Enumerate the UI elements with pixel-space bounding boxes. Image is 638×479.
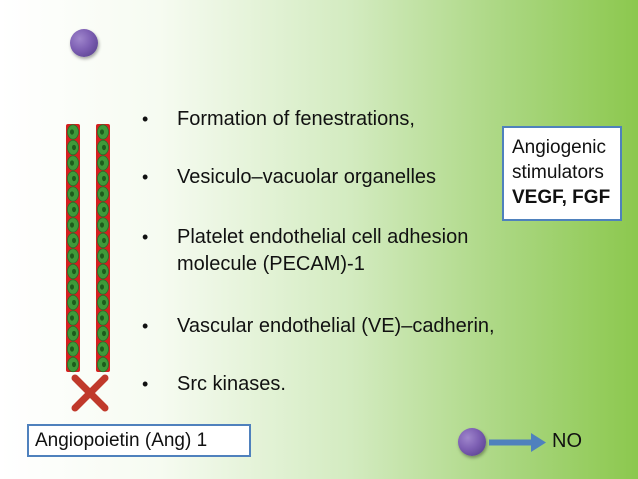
- no-label: NO: [552, 430, 582, 452]
- cell-nucleus: [100, 191, 104, 197]
- bullet-text: Vascular endothelial (VE)–cadherin,: [177, 315, 495, 337]
- bullet-dot: •: [142, 109, 149, 129]
- cell-nucleus: [70, 191, 74, 197]
- cell-nucleus: [70, 253, 74, 259]
- cell-nucleus: [102, 237, 106, 244]
- cell-nucleus: [72, 361, 76, 368]
- cell-nucleus: [102, 206, 106, 213]
- cell-nucleus: [102, 361, 106, 368]
- purple-circle-icon: [70, 29, 98, 57]
- stimulators-line-2: stimulators: [512, 162, 604, 183]
- bullet-dot: •: [142, 374, 149, 394]
- angiogenic-stimulators-box: Angiogenic stimulators VEGF, FGF: [502, 126, 622, 221]
- cell-nucleus: [100, 253, 104, 259]
- cell-nucleus: [72, 330, 76, 337]
- cell-nucleus: [70, 222, 74, 228]
- cell-nucleus: [72, 175, 76, 182]
- bullet-text: Platelet endothelial cell adhesion molec…: [177, 226, 469, 275]
- purple-circle-icon: [458, 428, 486, 456]
- cell-nucleus: [72, 268, 76, 275]
- right-arrow-icon: [489, 433, 546, 452]
- blood-vessel-icon: [66, 124, 110, 373]
- cell-nucleus: [70, 129, 74, 135]
- cell-nucleus: [72, 237, 76, 244]
- cell-nucleus: [102, 175, 106, 182]
- bullet-text: Vesiculo–vacuolar organelles: [177, 166, 437, 188]
- cell-nucleus: [70, 284, 74, 290]
- angiopoietin-label: Angiopoietin (Ang) 1: [35, 430, 208, 451]
- cell-nucleus: [72, 299, 76, 306]
- cell-nucleus: [102, 330, 106, 337]
- cell-nucleus: [72, 144, 76, 151]
- cell-nucleus: [100, 346, 104, 352]
- cell-nucleus: [72, 206, 76, 213]
- stimulators-line-1: Angiogenic: [512, 137, 607, 158]
- cell-nucleus: [70, 315, 74, 321]
- cell-nucleus: [102, 144, 106, 151]
- cell-nucleus: [70, 346, 74, 352]
- bullet-dot: •: [142, 316, 149, 336]
- cell-nucleus: [100, 315, 104, 321]
- cell-nucleus: [100, 129, 104, 135]
- bullet-text: Formation of fenestrations,: [177, 108, 415, 130]
- stimulators-factors: VEGF, FGF: [512, 187, 611, 208]
- cell-nucleus: [100, 222, 104, 228]
- bullet-text: Src kinases.: [177, 373, 286, 395]
- bullet-dot: •: [142, 167, 149, 187]
- cell-nucleus: [102, 268, 106, 275]
- cross-icon: [71, 374, 109, 412]
- angiopoietin-box: Angiopoietin (Ang) 1: [27, 424, 251, 457]
- cell-nucleus: [100, 160, 104, 166]
- cell-nucleus: [100, 284, 104, 290]
- bullet-dot: •: [142, 227, 149, 247]
- cell-nucleus: [70, 160, 74, 166]
- cell-nucleus: [102, 299, 106, 306]
